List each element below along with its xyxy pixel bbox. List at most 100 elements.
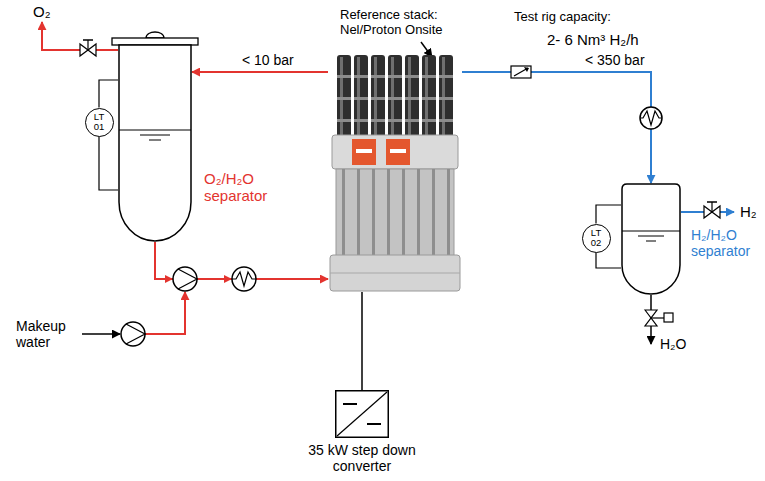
instrument-tag: LT 01 [92,112,106,132]
vessel-lid-knob [146,32,164,38]
cell-band [422,75,436,78]
heat-exchanger-zigzag [232,272,256,286]
tie-rod [342,169,345,257]
cell-stack-rod [371,55,385,139]
pressure-label: < 10 bar [240,52,296,68]
makeup-feed-line [145,292,185,334]
cell-band [354,75,368,78]
valve-stem [87,40,88,50]
heat-exchanger-symbol [640,107,662,129]
dc-mark [367,423,381,425]
liquid-level [622,231,680,232]
converter-box [336,391,389,438]
tie-rod [372,169,375,257]
base-plate-line [330,273,460,274]
callout-arrow [421,42,432,57]
cell-band [337,97,351,100]
cell-band [405,97,419,100]
stack-outline [328,55,462,292]
heat-exchanger-symbol [232,267,256,291]
capacity-heading: Test rig capacity: [514,10,611,25]
pipe-connector [361,292,363,390]
cell-stack-rod [354,55,368,139]
cell-band [371,75,385,78]
tie-rod [357,169,360,257]
pressure-label: < 350 bar [583,52,647,68]
valve-handle [707,201,717,203]
tie-rod [417,169,420,257]
vesselH2-outline [621,183,681,295]
inlet-label: Makeup water [16,318,78,350]
node-caption: O₂/H₂O separator [204,170,288,205]
check-valve-symbol [511,66,531,78]
converter-outline [335,390,389,438]
pipe-connector [192,71,328,73]
level-transmitter: LT 01 [85,108,114,137]
capacity-value: 2- 6 Nm³ H₂/h [547,31,639,48]
cell-band [371,119,385,122]
flow-arrow-head [224,275,232,283]
cell-stack-rod [405,55,419,139]
cell-stack-rod [439,55,453,139]
sticker-mark [390,149,406,153]
cell-band [337,75,351,78]
cell-band [405,119,419,122]
stack-housing [336,169,454,257]
cell-stack-rod [388,55,402,139]
valve-stem [711,202,712,212]
pump-chevron [126,324,145,344]
valve-handle [83,39,93,41]
warning-sticker [352,139,376,165]
dc-converter: 35 kW step down converter [335,390,389,438]
pump-symbol [173,267,197,291]
cell-band [439,75,453,78]
outlet-label: H₂ [740,203,757,220]
tie-rod [402,169,405,257]
base-plate [330,255,460,291]
instrument-tag: LT 02 [589,228,603,248]
cell-band [388,119,402,122]
liquid-level [119,130,191,131]
pipe-connector [596,253,621,269]
vessel-flange [112,38,198,45]
tie-rod [432,169,435,257]
cell-band [422,119,436,122]
cell-band [337,119,351,122]
cell-band [439,97,453,100]
warning-sticker [386,139,410,165]
pipe-connector [596,205,621,224]
tie-rod [447,169,450,257]
outlet-label: O₂ [33,3,51,20]
valve-actuator-stem [651,317,664,318]
check-valve-arrow [524,67,529,72]
cell-band [371,97,385,100]
liquid-level [646,241,656,242]
converter-diagonal [337,392,387,436]
vessel-body [119,45,191,241]
separator-vessel: H₂/H₂O separator [621,183,681,295]
pump-symbol [121,322,145,346]
electrolyzer-stack: Reference stack: Nel/Proton Onsite [328,55,462,292]
pipe-connector [99,137,118,191]
liquid-level [140,135,170,136]
tie-rod [387,169,390,257]
end-plate [332,135,458,169]
cell-band [388,75,402,78]
heat-exchanger-zigzag [640,111,662,125]
cell-band [388,97,402,100]
cell-band [439,119,453,122]
pipe-connector [99,80,118,108]
cell-band [354,119,368,122]
check-valve-seat [514,68,528,76]
level-transmitter: LT 02 [582,224,611,253]
cell-stack-rod [337,55,351,139]
dc-mark [343,403,357,405]
node-caption: 35 kW step down converter [303,442,421,474]
liquid-level [149,140,161,141]
cell-band [405,75,419,78]
cell-band [422,97,436,100]
outlet-label: H₂O [660,336,686,352]
valve-actuator [664,313,673,322]
separator-vessel: O₂/H₂O separator [118,30,192,242]
